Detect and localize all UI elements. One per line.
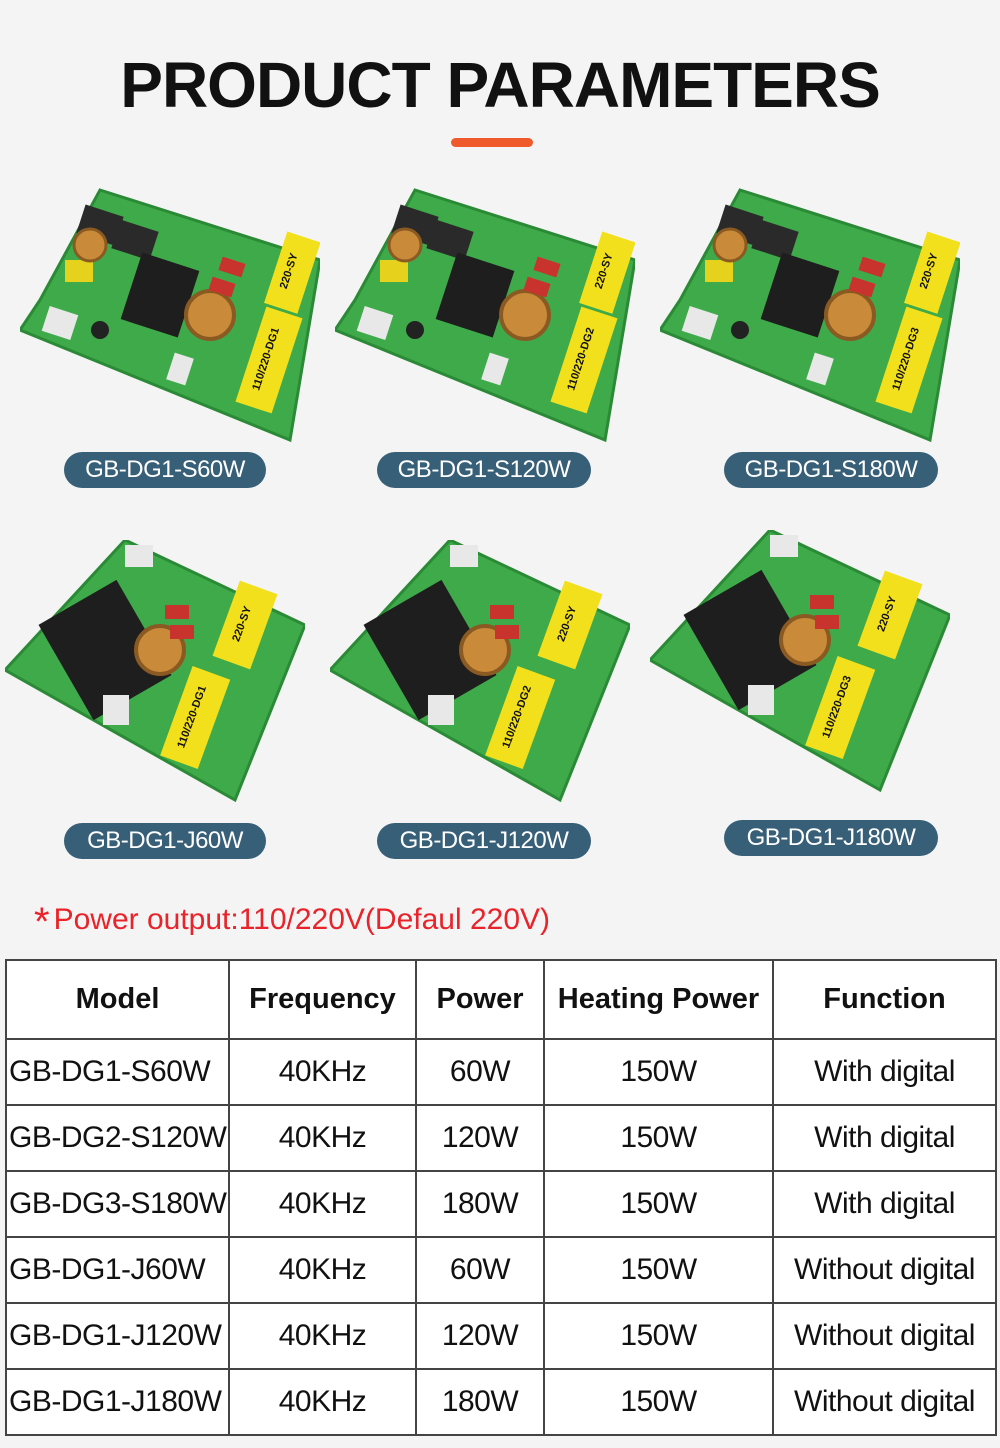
cell-power: 60W	[415, 1038, 545, 1106]
cell-power: 120W	[415, 1104, 545, 1172]
cell-frequency: 40KHz	[228, 1104, 417, 1172]
product-card: 220-SY 110/220-DG1 GB-DG1-J60W	[5, 540, 305, 870]
product-model-label: GB-DG1-J60W	[64, 823, 266, 859]
product-model-label: GB-DG1-J120W	[377, 823, 591, 859]
cell-function: Without digital	[772, 1368, 997, 1436]
cell-power: 180W	[415, 1368, 545, 1436]
cell-model: GB-DG2-S120W	[5, 1104, 230, 1172]
cell-function: With digital	[772, 1038, 997, 1106]
table-header-row: Model Frequency Power Heating Power Func…	[5, 959, 997, 1040]
cell-model: GB-DG1-J120W	[5, 1302, 230, 1370]
circuit-board-image: 220-SY 110/220-DG3	[660, 188, 960, 443]
cell-power: 60W	[415, 1236, 545, 1304]
cell-model: GB-DG1-J60W	[5, 1236, 230, 1304]
cell-power: 120W	[415, 1302, 545, 1370]
cell-heating-power: 150W	[543, 1038, 774, 1106]
page-title: PRODUCT PARAMETERS	[120, 49, 881, 121]
cell-function: Without digital	[772, 1236, 997, 1304]
table-row: GB-DG3-S180W 40KHz 180W 150W With digita…	[5, 1170, 997, 1238]
product-card: 220-SY 110/220-DG3 GB-DG1-S180W	[660, 180, 960, 510]
product-card: 220-SY 110/220-DG2 GB-DG1-S120W	[335, 180, 635, 510]
product-card: 220-SY 110/220-DG2 GB-DG1-J120W	[330, 540, 630, 870]
header-power: Power	[415, 959, 545, 1040]
cell-heating-power: 150W	[543, 1368, 774, 1436]
circuit-board-image: 220-SY 110/220-DG1	[20, 188, 320, 443]
note-text: Power output:110/220V(Defaul 220V)	[53, 903, 551, 936]
cell-frequency: 40KHz	[228, 1170, 417, 1238]
header-model: Model	[5, 959, 230, 1040]
cell-model: GB-DG3-S180W	[5, 1170, 230, 1238]
cell-frequency: 40KHz	[228, 1368, 417, 1436]
circuit-board-image: 220-SY 110/220-DG3	[650, 530, 950, 793]
header-frequency: Frequency	[228, 959, 417, 1040]
product-model-label: GB-DG1-S60W	[64, 452, 266, 488]
product-card: 220-SY 110/220-DG1 GB-DG1-S60W	[20, 180, 320, 510]
asterisk-icon: *	[34, 900, 50, 944]
cell-heating-power: 150W	[543, 1236, 774, 1304]
table-row: GB-DG1-J120W 40KHz 120W 150W Without dig…	[5, 1302, 997, 1370]
table-row: GB-DG2-S120W 40KHz 120W 150W With digita…	[5, 1104, 997, 1172]
parameters-table: Model Frequency Power Heating Power Func…	[5, 959, 997, 1436]
header-function: Function	[772, 959, 997, 1040]
product-model-label: GB-DG1-S120W	[377, 452, 591, 488]
cell-model: GB-DG1-S60W	[5, 1038, 230, 1106]
cell-heating-power: 150W	[543, 1104, 774, 1172]
circuit-board-image: 220-SY 110/220-DG2	[330, 540, 630, 803]
circuit-board-image: 220-SY 110/220-DG2	[335, 188, 635, 443]
power-output-note: *Power output:110/220V(Defaul 220V)	[34, 900, 550, 945]
cell-heating-power: 150W	[543, 1302, 774, 1370]
product-card: 220-SY 110/220-DG3 GB-DG1-J180W	[650, 530, 950, 860]
cell-function: With digital	[772, 1104, 997, 1172]
table-row: GB-DG1-J180W 40KHz 180W 150W Without dig…	[5, 1368, 997, 1436]
product-model-label: GB-DG1-J180W	[724, 820, 938, 856]
cell-frequency: 40KHz	[228, 1038, 417, 1106]
cell-frequency: 40KHz	[228, 1236, 417, 1304]
cell-function: Without digital	[772, 1302, 997, 1370]
product-model-label: GB-DG1-S180W	[724, 452, 938, 488]
cell-heating-power: 150W	[543, 1170, 774, 1238]
table-row: GB-DG1-S60W 40KHz 60W 150W With digital	[5, 1038, 997, 1106]
cell-model: GB-DG1-J180W	[5, 1368, 230, 1436]
cell-function: With digital	[772, 1170, 997, 1238]
table-row: GB-DG1-J60W 40KHz 60W 150W Without digit…	[5, 1236, 997, 1304]
header-heating-power: Heating Power	[543, 959, 774, 1040]
title-accent-bar	[451, 138, 533, 147]
cell-frequency: 40KHz	[228, 1302, 417, 1370]
cell-power: 180W	[415, 1170, 545, 1238]
circuit-board-image: 220-SY 110/220-DG1	[5, 540, 305, 803]
